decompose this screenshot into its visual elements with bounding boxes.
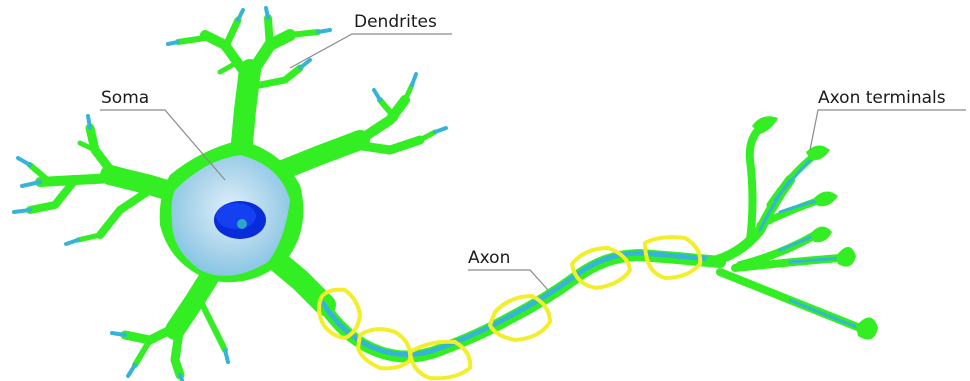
- axon-terminals: [710, 116, 878, 339]
- terminal-bulb: [856, 317, 878, 339]
- label-axon-terminals-group: Axon terminals: [810, 88, 966, 150]
- label-axon: Axon: [468, 248, 510, 268]
- label-dendrites-group: Dendrites: [290, 12, 452, 68]
- label-soma: Soma: [101, 88, 149, 108]
- label-dendrites: Dendrites: [354, 12, 437, 32]
- terminal-bulb: [806, 145, 830, 160]
- terminal-bulb: [814, 191, 838, 206]
- label-axon-terminals: Axon terminals: [818, 88, 946, 108]
- terminal-bulb: [810, 226, 832, 242]
- terminal-bulb: [836, 247, 856, 267]
- label-axon-group: Axon: [468, 248, 548, 290]
- nucleolus: [237, 219, 247, 229]
